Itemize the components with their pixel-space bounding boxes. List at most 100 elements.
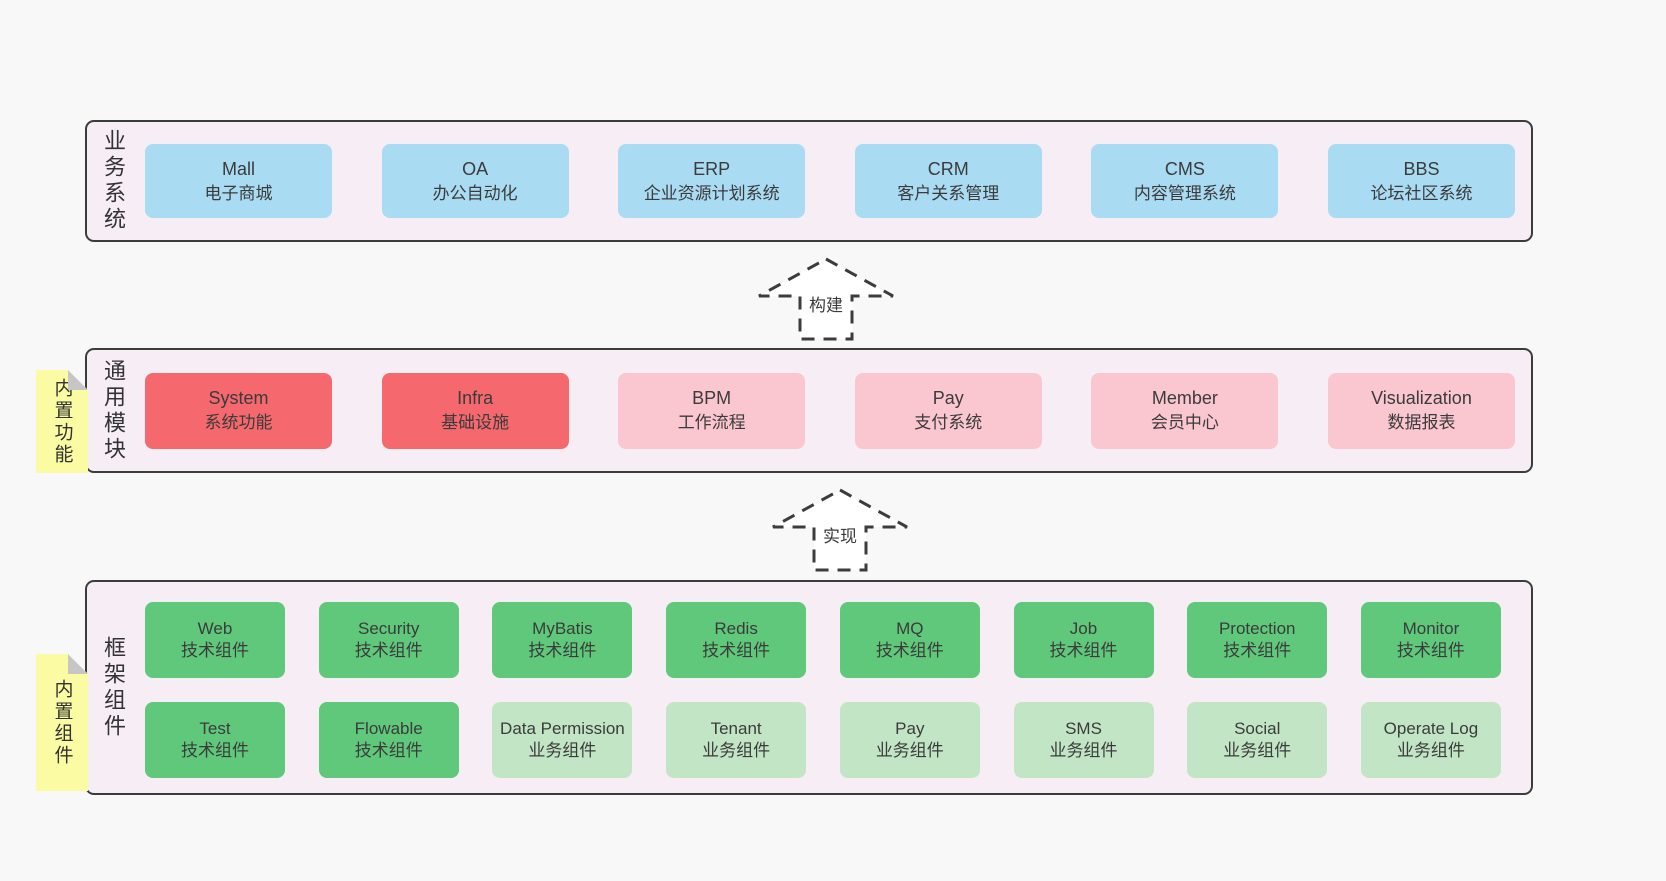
component-subtitle: 业务组件	[1396, 741, 1465, 760]
component-subtitle: 工作流程	[677, 413, 746, 433]
arrow-build: 构建	[756, 256, 896, 342]
component-subtitle: 技术组件	[181, 741, 249, 760]
component-title: Tenant	[710, 718, 762, 738]
component-title: Flowable	[354, 718, 423, 738]
component-box: Protection 技术组件	[1187, 602, 1328, 678]
component-subtitle: 数据报表	[1387, 413, 1456, 433]
component-subtitle: 技术组件	[354, 741, 423, 760]
component-title: Visualization	[1371, 388, 1472, 409]
component-subtitle: 技术组件	[528, 641, 597, 660]
component-box: Pay 业务组件	[839, 702, 980, 778]
component-title: Mall	[221, 158, 255, 179]
component-title: BPM	[692, 388, 732, 409]
business-systems-row: Mall 电子商城 OA 办公自动化 ERP 企业资源计划系统 CRM 客户关系…	[145, 144, 1515, 218]
component-title: Infra	[457, 388, 494, 409]
component-box: Monitor 技术组件	[1360, 602, 1501, 678]
component-box: Job 技术组件	[1013, 602, 1154, 678]
component-title: Job	[1069, 618, 1098, 638]
component-box: Visualization 数据报表	[1327, 372, 1515, 449]
panel-label-common-modules: 通用模块	[101, 358, 126, 463]
component-title: Redis	[714, 618, 758, 638]
component-subtitle: 电子商城	[204, 183, 273, 203]
common-modules-row: System 系统功能 Infra 基础设施 BPM 工作流程 Pay 支付系统…	[145, 372, 1515, 449]
component-subtitle: 支付系统	[914, 413, 983, 433]
component-box: Redis 技术组件	[666, 602, 807, 678]
component-box: BPM 工作流程	[618, 372, 806, 449]
component-subtitle: 系统功能	[204, 413, 273, 433]
component-title: Test	[199, 718, 231, 738]
component-subtitle: 技术组件	[1396, 641, 1465, 660]
component-title: Protection	[1218, 618, 1296, 638]
component-title: Pay	[932, 388, 964, 409]
component-box: SMS 业务组件	[1013, 702, 1154, 778]
component-title: Monitor	[1402, 618, 1460, 638]
component-title: Social	[1234, 718, 1281, 738]
sticky-note-builtin-features-label: 内置功能	[51, 377, 73, 466]
component-subtitle: 技术组件	[1223, 641, 1292, 660]
component-subtitle: 技术组件	[181, 641, 249, 660]
component-subtitle: 内容管理系统	[1133, 183, 1236, 203]
component-subtitle: 技术组件	[354, 641, 423, 660]
component-subtitle: 业务组件	[1049, 741, 1118, 760]
arrow-implement: 实现	[770, 487, 910, 573]
component-box: Pay 支付系统	[854, 372, 1042, 449]
component-box: MyBatis 技术组件	[492, 602, 633, 678]
component-box: MQ 技术组件	[839, 602, 980, 678]
component-box: Member 会员中心	[1091, 372, 1279, 449]
component-title: Security	[357, 618, 420, 638]
sticky-note-builtin-components-label: 内置组件	[51, 678, 73, 767]
component-title: System	[208, 388, 269, 409]
arrow-build-label: 构建	[806, 290, 846, 317]
component-box: CMS 内容管理系统	[1091, 144, 1279, 218]
component-box: Security 技术组件	[318, 602, 459, 678]
component-box: Operate Log 业务组件	[1360, 702, 1501, 778]
component-box: CRM 客户关系管理	[854, 144, 1042, 218]
component-title: ERP	[693, 158, 731, 179]
component-title: Data Permission	[500, 718, 625, 738]
component-subtitle: 会员中心	[1150, 413, 1219, 433]
component-title: MyBatis	[532, 618, 593, 638]
component-title: OA	[462, 158, 489, 179]
component-title: Operate Log	[1383, 718, 1479, 738]
component-box: Web 技术组件	[145, 602, 285, 678]
component-subtitle: 客户关系管理	[897, 183, 1000, 203]
component-subtitle: 业务组件	[528, 741, 597, 760]
component-box: System 系统功能	[145, 372, 332, 449]
component-subtitle: 基础设施	[441, 413, 510, 433]
component-box: Tenant 业务组件	[666, 702, 807, 778]
component-box: Mall 电子商城	[145, 144, 332, 218]
framework-components-row-1: Web 技术组件 Security 技术组件 MyBatis 技术组件 Redi…	[145, 602, 1501, 678]
component-box: Social 业务组件	[1187, 702, 1328, 778]
sticky-note-builtin-components: 内置组件	[36, 654, 88, 791]
panel-label-framework-components: 框架组件	[101, 635, 126, 740]
component-title: BBS	[1403, 158, 1440, 179]
component-title: SMS	[1065, 718, 1102, 738]
component-title: CMS	[1164, 158, 1205, 179]
component-title: CRM	[927, 158, 969, 179]
component-box: Data Permission 业务组件	[492, 702, 633, 778]
sticky-note-builtin-features: 内置功能	[36, 370, 88, 473]
component-title: MQ	[896, 618, 924, 638]
panel-label-business-systems: 业务系统	[101, 129, 126, 233]
component-subtitle: 企业资源计划系统	[643, 183, 780, 203]
panel-framework-components: 框架组件 Web 技术组件 Security 技术组件 MyBatis 技术组件…	[85, 580, 1533, 795]
component-box: ERP 企业资源计划系统	[618, 144, 806, 218]
component-box: Test 技术组件	[145, 702, 285, 778]
panel-common-modules: 通用模块 System 系统功能 Infra 基础设施 BPM 工作流程 Pay…	[85, 348, 1533, 473]
component-title: Web	[197, 618, 233, 638]
panel-business-systems: 业务系统 Mall 电子商城 OA 办公自动化 ERP 企业资源计划系统 CRM…	[85, 120, 1533, 242]
component-subtitle: 业务组件	[875, 741, 944, 760]
component-subtitle: 技术组件	[1049, 641, 1118, 660]
component-title: Pay	[895, 718, 925, 738]
component-box: OA 办公自动化	[381, 144, 569, 218]
component-subtitle: 业务组件	[1223, 741, 1292, 760]
component-title: Member	[1151, 388, 1218, 409]
arrow-implement-label: 实现	[820, 521, 860, 548]
component-box: Flowable 技术组件	[318, 702, 459, 778]
component-box: BBS 论坛社区系统	[1327, 144, 1515, 218]
component-subtitle: 论坛社区系统	[1370, 183, 1473, 203]
framework-components-row-2: Test 技术组件 Flowable 技术组件 Data Permission …	[145, 702, 1501, 778]
component-subtitle: 办公自动化	[432, 183, 518, 203]
component-subtitle: 技术组件	[702, 641, 771, 660]
